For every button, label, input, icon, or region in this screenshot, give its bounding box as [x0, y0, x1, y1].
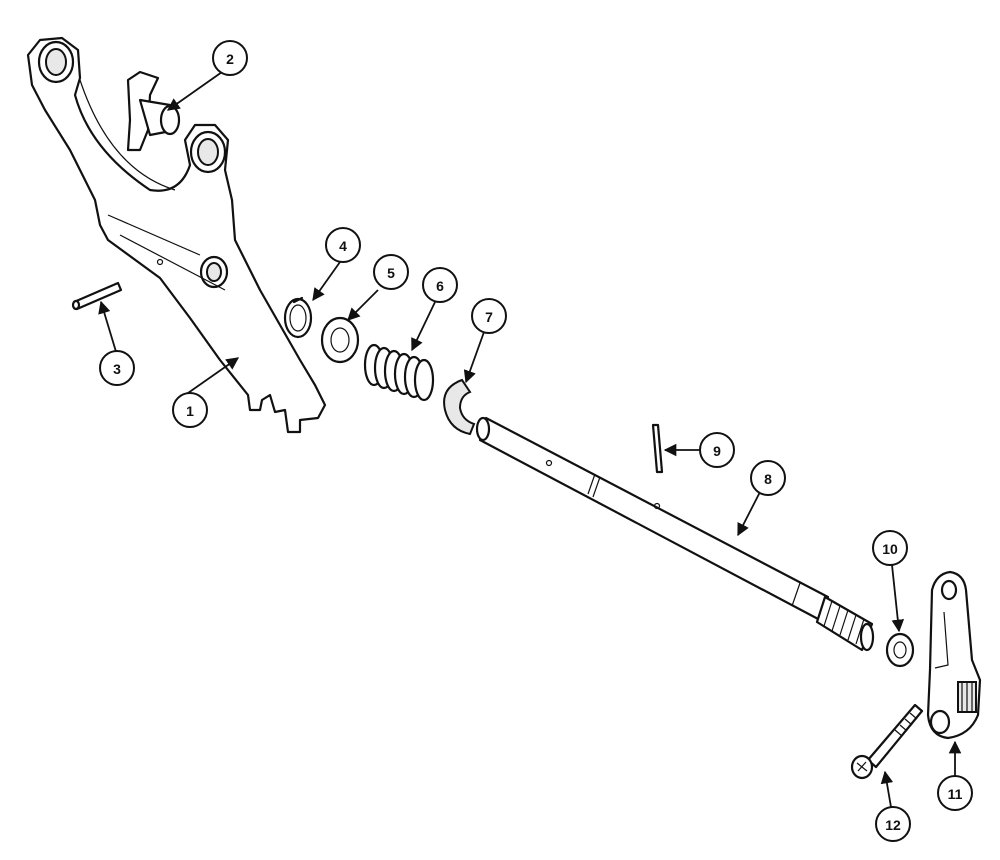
callout-label-8: 8 — [764, 471, 772, 487]
cap-screw — [850, 703, 924, 780]
callout-label-1: 1 — [186, 403, 194, 419]
callout-5: 5 — [373, 254, 409, 290]
callout-9: 9 — [699, 432, 735, 468]
callout-2: 2 — [212, 40, 248, 76]
callout-10: 10 — [872, 530, 908, 566]
callout-label-6: 6 — [436, 278, 444, 294]
callout-label-3: 3 — [113, 361, 121, 377]
callout-4: 4 — [325, 227, 361, 263]
retaining-clip — [443, 378, 476, 436]
snap-ring — [283, 296, 313, 339]
callout-label-9: 9 — [713, 443, 721, 459]
callout-label-11: 11 — [948, 786, 963, 802]
callout-label-12: 12 — [885, 817, 901, 833]
washer-10 — [885, 632, 915, 668]
callout-8: 8 — [750, 460, 786, 496]
spring — [363, 343, 435, 402]
callout-6: 6 — [422, 267, 458, 303]
shift-shaft — [475, 416, 875, 652]
callout-label-10: 10 — [882, 541, 898, 557]
callout-7: 7 — [471, 298, 507, 334]
callout-11: 11 — [937, 775, 973, 811]
washer-5 — [320, 316, 360, 364]
shift-lug — [126, 70, 181, 152]
callout-12: 12 — [875, 806, 911, 842]
callout-1: 1 — [172, 392, 208, 428]
callout-3: 3 — [99, 350, 135, 386]
callout-label-4: 4 — [339, 238, 347, 254]
shift-lever — [926, 570, 982, 740]
callout-label-2: 2 — [226, 51, 234, 67]
roll-pin-3 — [71, 281, 123, 311]
callout-label-7: 7 — [485, 309, 493, 325]
callout-label-5: 5 — [387, 265, 395, 281]
roll-pin-9 — [651, 423, 664, 474]
shift-fork — [26, 36, 327, 434]
